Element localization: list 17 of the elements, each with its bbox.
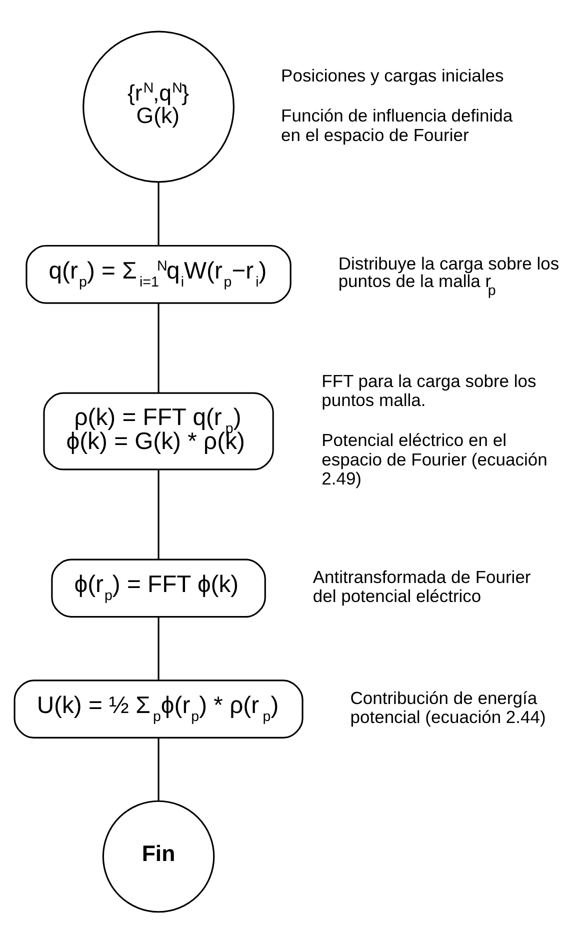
connector bbox=[158, 303, 160, 393]
connector bbox=[158, 182, 160, 246]
node-box: ϕ(r$_{p}$) = FFT ϕ(k) bbox=[51, 558, 266, 618]
node-box: U(k) = ½ Σ$_{p}$ϕ(r$_{p}$) * ρ(r$_{p}$) bbox=[14, 680, 304, 739]
node-label: Contribución de energía potencial (ecuación 2.44) bbox=[350, 688, 546, 728]
connector bbox=[158, 470, 160, 560]
connector bbox=[158, 617, 160, 680]
node-label: Posiciones y cargas iniciales bbox=[281, 66, 504, 86]
node-box: q(r$_{p}$) = Σ$_{i=1}$$^{N}$q$_{i}$W(r$_{p}$−r$_{i}$) bbox=[26, 244, 292, 304]
node-label: FFT para la carga sobre los puntos malla. bbox=[322, 371, 536, 410]
node-circle: Fin bbox=[102, 800, 215, 913]
node-label: Distribuye la carga sobre los puntos de la malla r$_{p}$ bbox=[338, 253, 560, 299]
node-label: Potencial eléctrico en el espacio de Fourier (ecuación 2.49) bbox=[322, 430, 548, 488]
connector bbox=[158, 738, 160, 802]
node-label: Función de influencia definida en el espacio de Fourier bbox=[281, 106, 513, 145]
node-label: Antitransformada de Fourier del potencial eléctrico bbox=[312, 567, 531, 606]
node-circle: {r$^{N}$,q$^{N}$} G(k) bbox=[82, 30, 235, 183]
